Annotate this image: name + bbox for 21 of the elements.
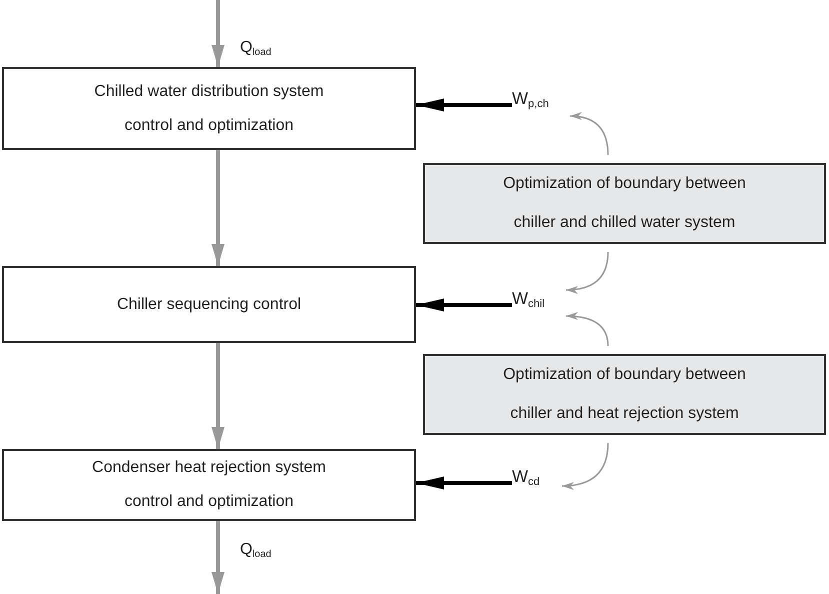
optimization-box: Optimization of boundary between chiller and chilled water system bbox=[423, 163, 826, 244]
arrow bbox=[212, 150, 224, 266]
power-label: W$_{cd}$ bbox=[512, 468, 556, 498]
arrow bbox=[562, 442, 609, 490]
arrow bbox=[212, 521, 224, 594]
edge-label: Q$_{load}$ bbox=[240, 40, 272, 56]
arrow bbox=[566, 252, 609, 294]
arrow bbox=[212, 343, 224, 449]
power-label: W$_{p,ch}$ bbox=[512, 90, 564, 120]
arrow bbox=[416, 476, 512, 490]
edge-label: Q$_{load}$ bbox=[240, 542, 272, 558]
arrow bbox=[416, 298, 512, 312]
arrow bbox=[416, 98, 512, 112]
arrow bbox=[566, 312, 609, 346]
power-label: W$_{chil}$ bbox=[512, 290, 560, 320]
process-box: Chiller sequencing control bbox=[2, 266, 416, 343]
process-box: Chilled water distribution system control and optimization bbox=[2, 67, 416, 150]
optimization-box: Optimization of boundary between chiller and heat rejection system bbox=[423, 354, 826, 435]
arrow bbox=[212, 0, 224, 67]
arrow bbox=[570, 112, 609, 156]
process-box: Condenser heat rejection system control and optimization bbox=[2, 449, 416, 521]
